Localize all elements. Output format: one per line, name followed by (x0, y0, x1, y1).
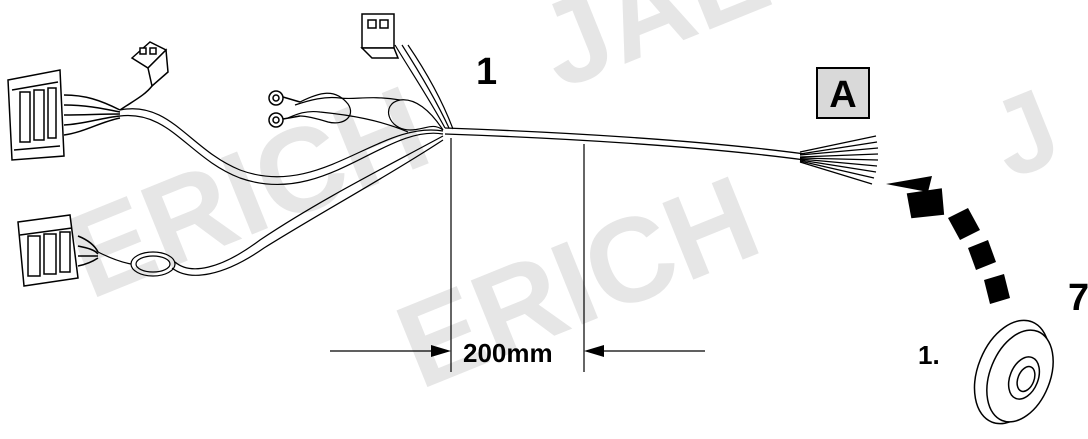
connector-left-upper (7, 69, 121, 161)
view-marker-box: A (816, 67, 870, 119)
wire-loop-terminals (299, 92, 352, 124)
connector-top (360, 13, 400, 59)
watermark-j-edge: J (973, 65, 1076, 202)
edge-number-label: 7 (1068, 277, 1088, 319)
dimension-label: 200mm (463, 338, 553, 368)
dimension-arrowheads (431, 345, 604, 357)
watermark-erich-left: ERICH (50, 60, 446, 324)
watermark-erich-right: ERICH (380, 150, 776, 414)
wire-fan-ends (799, 135, 879, 185)
dimension-lines (330, 138, 705, 372)
step-label: 1. (918, 340, 940, 370)
wire-loop-lower (97, 251, 176, 277)
dashed-arrow (886, 176, 1010, 304)
ring-terminal-upper (268, 90, 301, 106)
view-marker-label: A (829, 74, 856, 116)
connector-small-left (119, 41, 169, 111)
harness-trunk (444, 127, 806, 161)
connector-left-lower (17, 214, 99, 287)
part-number-label: 1 (476, 51, 497, 93)
ring-terminal-lower (268, 112, 301, 128)
watermark-jae-top: JAE (520, 0, 787, 114)
grommet (973, 319, 1054, 425)
harness-branches (119, 44, 454, 276)
